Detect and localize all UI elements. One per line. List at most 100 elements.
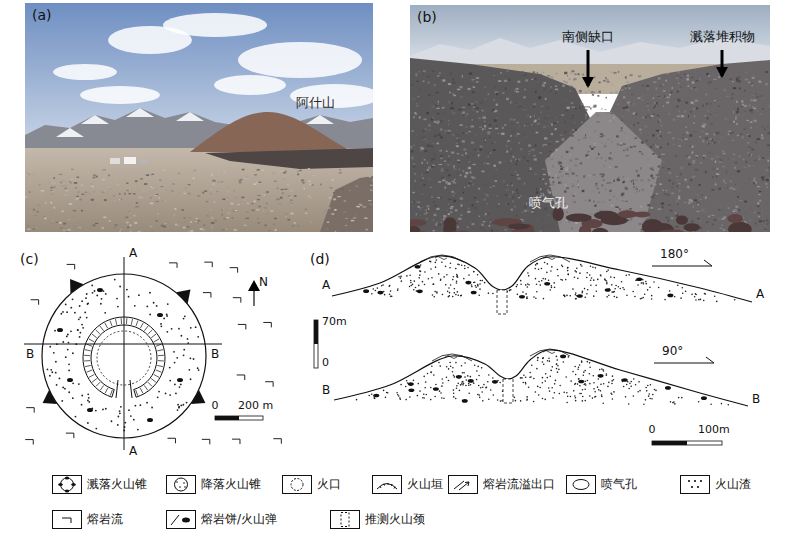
- rock-speck: [410, 146, 412, 148]
- rock-speck: [475, 149, 477, 151]
- rock-speck: [593, 174, 596, 176]
- rock-speck: [701, 194, 702, 196]
- rock-speck: [494, 143, 497, 144]
- rock-speck: [414, 201, 415, 203]
- rock-speck: [456, 143, 458, 144]
- rock-speck: [716, 114, 718, 115]
- rock-speck: [692, 81, 695, 83]
- gravel: [264, 224, 266, 226]
- rock-speck: [737, 110, 739, 112]
- rock-speck: [456, 145, 459, 147]
- rock-speck: [735, 206, 738, 208]
- rock-speck: [451, 102, 452, 104]
- rock-speck: [713, 153, 714, 155]
- rock-speck: [504, 229, 507, 231]
- rock-speck: [543, 72, 545, 73]
- rock-speck: [463, 132, 465, 134]
- rock-speck: [618, 71, 619, 73]
- rock-speck: [453, 165, 455, 167]
- rock-speck: [565, 169, 568, 171]
- gravel: [102, 169, 105, 170]
- rock-speck: [585, 117, 587, 119]
- rock-speck: [581, 122, 583, 123]
- rock-speck: [439, 193, 441, 194]
- gravel: [53, 177, 55, 179]
- gravel: [275, 229, 277, 230]
- rock-speck: [440, 155, 443, 156]
- rock-speck: [754, 120, 757, 122]
- rock-speck: [510, 102, 511, 104]
- rock-speck: [473, 86, 475, 88]
- gravel: [177, 225, 179, 226]
- gravel: [178, 173, 181, 175]
- gravel: [302, 182, 304, 183]
- gravel: [68, 229, 71, 231]
- rock-speck: [593, 106, 595, 107]
- rock-speck: [543, 82, 546, 84]
- rock-speck: [667, 194, 670, 195]
- rock-speck: [687, 158, 690, 160]
- rock-speck: [656, 193, 659, 194]
- rock-speck: [736, 79, 738, 81]
- rock-speck: [544, 88, 546, 90]
- rock-speck: [749, 109, 752, 111]
- gravel: [273, 224, 275, 225]
- rock-speck: [697, 204, 699, 206]
- rock-speck: [640, 96, 643, 97]
- rock-speck: [704, 156, 707, 157]
- rock-speck: [764, 230, 766, 232]
- rock-speck: [496, 118, 498, 119]
- gravel: [355, 214, 357, 216]
- rock-speck: [652, 177, 655, 179]
- rock-speck: [424, 150, 427, 152]
- gravel: [233, 190, 235, 191]
- rock-speck: [416, 103, 418, 104]
- rock-speck: [478, 117, 481, 119]
- gravel: [60, 182, 62, 183]
- rock-speck: [768, 167, 770, 168]
- gravel: [365, 229, 368, 231]
- rock-speck: [764, 129, 766, 130]
- rock-speck: [748, 177, 751, 179]
- rock-speck: [672, 137, 674, 139]
- rock-speck: [609, 199, 611, 201]
- rock-speck: [755, 160, 757, 161]
- rock-speck: [692, 176, 695, 178]
- rock-speck: [472, 177, 475, 179]
- rock-speck: [652, 144, 654, 145]
- rock-speck: [592, 94, 594, 96]
- rock-speck: [474, 105, 476, 106]
- gravel: [66, 231, 69, 232]
- cloud: [238, 42, 362, 78]
- rock-speck: [743, 158, 745, 160]
- gravel: [324, 210, 327, 211]
- gravel: [95, 223, 98, 224]
- rock-speck: [424, 213, 426, 214]
- rock-speck: [498, 131, 501, 133]
- rock-speck: [753, 180, 755, 181]
- rock-speck: [629, 102, 632, 104]
- rock-speck: [528, 151, 531, 152]
- gravel: [175, 224, 177, 226]
- rock-speck: [533, 121, 535, 123]
- gravel: [45, 202, 47, 203]
- rock-speck: [685, 110, 686, 112]
- rock-speck: [415, 201, 416, 202]
- gravel: [271, 210, 274, 212]
- rock-speck: [555, 223, 558, 225]
- rock-speck: [746, 71, 747, 73]
- rock-speck: [660, 147, 662, 149]
- rock-speck: [715, 112, 718, 114]
- gravel: [244, 225, 247, 226]
- gravel: [261, 169, 264, 171]
- rock-speck: [765, 183, 767, 185]
- gravel: [333, 192, 335, 193]
- rock-speck: [434, 154, 436, 155]
- rock-speck: [493, 99, 494, 101]
- gravel: [44, 217, 46, 219]
- rock-speck: [548, 176, 550, 178]
- rock-speck: [679, 145, 681, 147]
- gravel: [166, 183, 169, 184]
- rock-speck: [606, 97, 607, 99]
- rock-speck: [733, 189, 736, 190]
